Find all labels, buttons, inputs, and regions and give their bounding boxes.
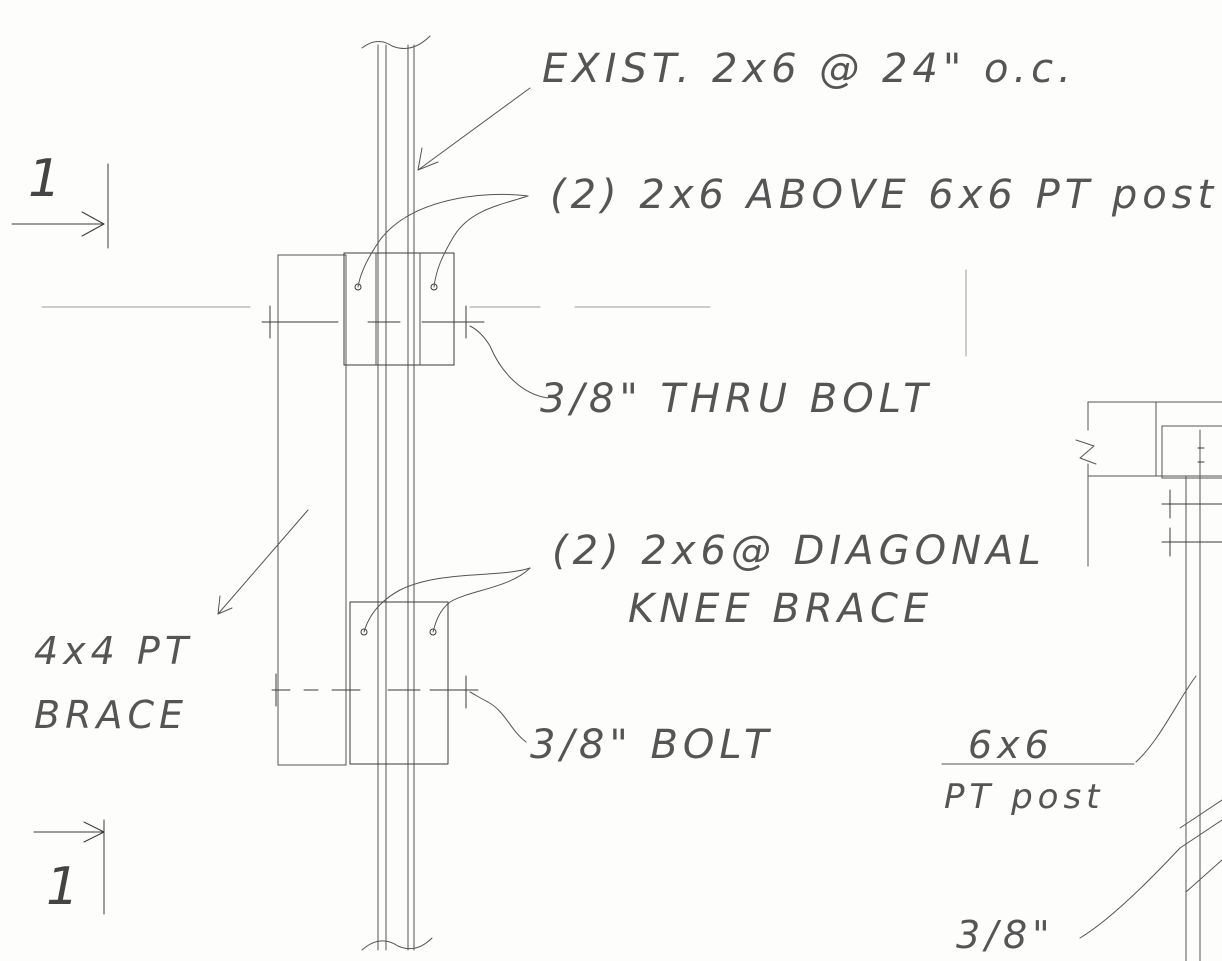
label-post-6x6-2: PT post bbox=[944, 777, 1105, 817]
label-knee-brace: (2) 2x6@ DIAGONAL bbox=[552, 528, 1046, 574]
thru-bolt-top bbox=[261, 305, 485, 339]
existing-joist bbox=[361, 35, 433, 951]
section-marker-bottom bbox=[33, 819, 105, 915]
label-post-6x6: 6x6 bbox=[968, 723, 1054, 767]
label-existing-joists: EXIST. 2x6 @ 24" o.c. bbox=[542, 46, 1076, 92]
label-brace-4x4-2: BRACE bbox=[34, 693, 188, 737]
label-brace-4x4: 4x4 PT bbox=[34, 629, 193, 673]
label-knee-brace-2: KNEE BRACE bbox=[628, 586, 933, 632]
label-top-block: (2) 2x6 ABOVE 6x6 PT post bbox=[550, 172, 1218, 218]
section-number-top: 1 bbox=[28, 149, 61, 209]
label-thru-bolt: 3/8" THRU BOLT bbox=[540, 376, 933, 422]
section-marker-top bbox=[11, 163, 109, 249]
label-partial-bolt: 3/8" bbox=[956, 913, 1055, 957]
brace-4x4 bbox=[277, 254, 347, 766]
label-lower-bolt: 3/8" BOLT bbox=[530, 722, 773, 768]
bolt-lower bbox=[271, 673, 479, 709]
right-elevation bbox=[965, 269, 1222, 961]
section-number-bottom: 1 bbox=[46, 857, 79, 917]
knee-brace-block bbox=[349, 601, 449, 765]
top-block bbox=[343, 252, 455, 366]
leaders bbox=[217, 87, 1197, 939]
